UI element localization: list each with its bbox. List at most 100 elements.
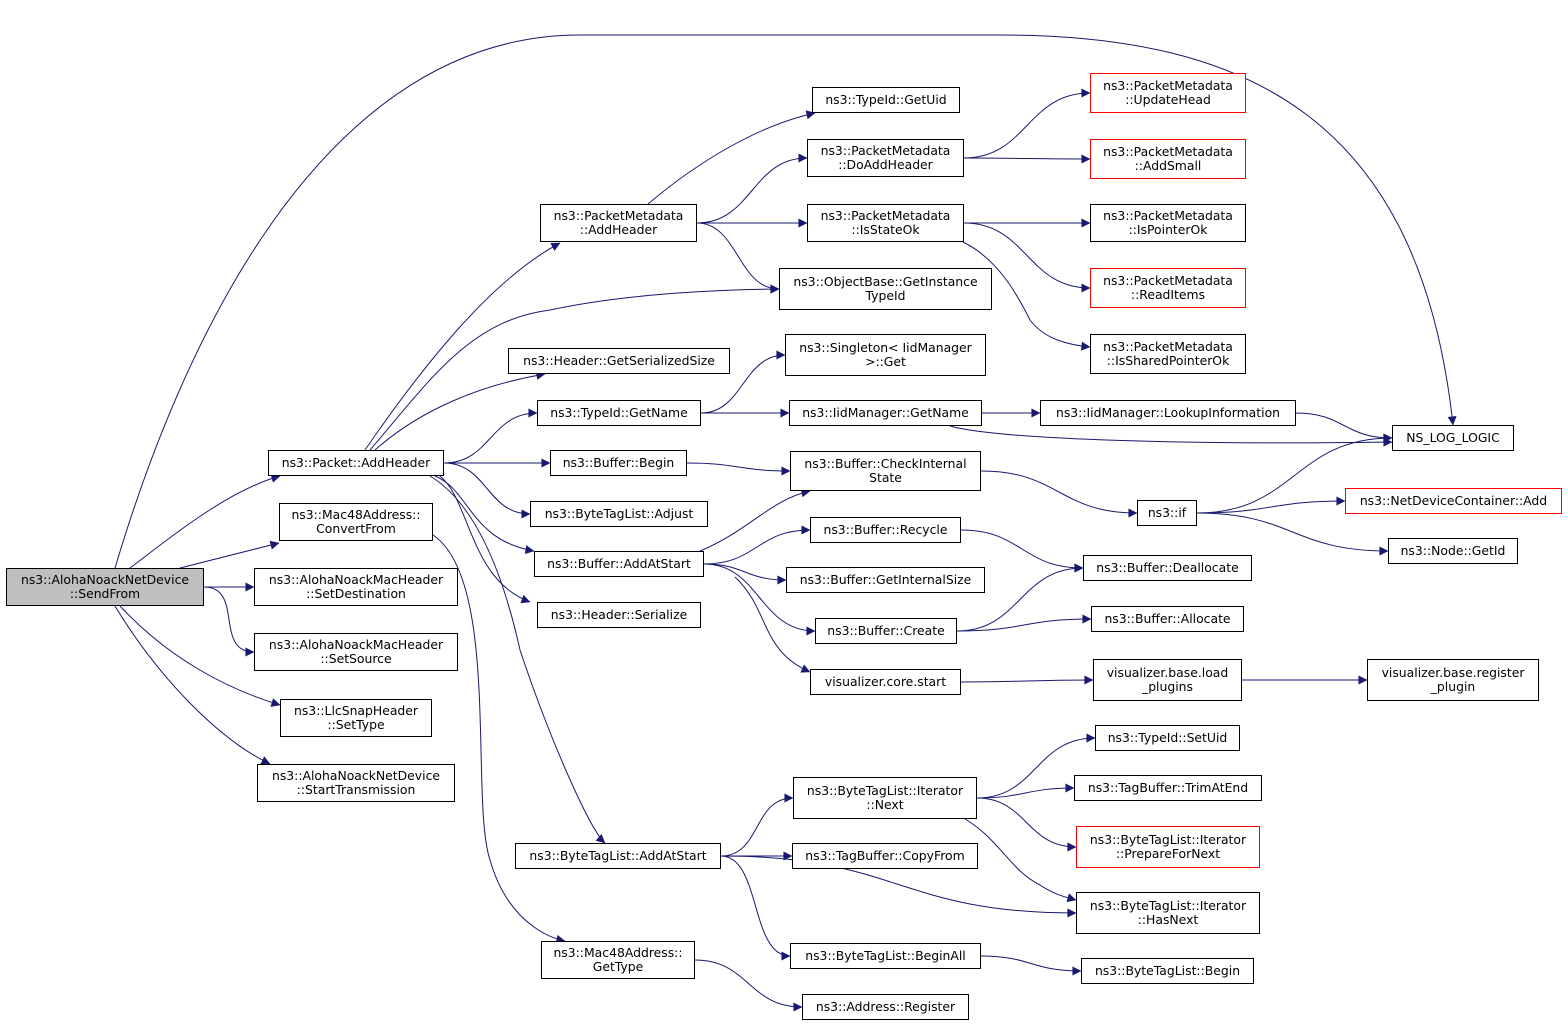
edge-addheader-to-hgetsz	[374, 370, 546, 451]
node-label-line: ns3::Header::Serialize	[550, 607, 688, 622]
node-label-line: ns3::Mac48Address::	[553, 945, 683, 960]
node-pmaddh[interactable]: ns3::PacketMetadata::AddHeader	[540, 204, 697, 242]
node-btladj[interactable]: ns3::ByteTagList::Adjust	[530, 501, 708, 527]
node-bufbegin[interactable]: ns3::Buffer::Begin	[550, 450, 687, 476]
node-hser[interactable]: ns3::Header::Serialize	[537, 602, 701, 628]
node-label-line: ns3::ByteTagList::BeginAll	[805, 948, 966, 963]
node-pmuphead[interactable]: ns3::PacketMetadata::UpdateHead	[1090, 73, 1246, 113]
node-m48gt[interactable]: ns3::Mac48Address::GetType	[541, 941, 695, 979]
edge-nsif-to-ndcadd	[1196, 496, 1346, 514]
node-btladdst[interactable]: ns3::ByteTagList::AddAtStart	[515, 843, 721, 869]
node-label-line: ns3::Buffer::CheckInternal	[804, 456, 967, 471]
node-label-line: ns3::TagBuffer::TrimAtEnd	[1087, 780, 1249, 795]
node-label-line: ns3::AlohaNoackNetDevice	[20, 572, 190, 587]
node-pmread[interactable]: ns3::PacketMetadata::ReadItems	[1090, 268, 1246, 308]
edge-root-to-llcset	[119, 605, 281, 707]
edge-pmaddh-to-obgit	[696, 222, 780, 294]
node-btlbegall[interactable]: ns3::ByteTagList::BeginAll	[790, 943, 981, 969]
node-label-line: ns3::IidManager::GetName	[802, 405, 969, 420]
edge-iidgn-to-log	[949, 425, 1393, 447]
node-label-line: ns3::Buffer::Recycle	[823, 522, 948, 537]
node-bufdealloc[interactable]: ns3::Buffer::Deallocate	[1083, 555, 1252, 581]
edge-root-to-m48conv	[179, 540, 280, 569]
node-label-line: ns3::if	[1147, 505, 1187, 520]
node-label-line: ns3::PacketMetadata	[820, 208, 951, 223]
node-visreg[interactable]: visualizer.base.register_plugin	[1367, 659, 1539, 701]
node-label-line: GetType	[592, 959, 644, 974]
node-bufrec[interactable]: ns3::Buffer::Recycle	[810, 517, 961, 543]
node-tidgu[interactable]: ns3::TypeId::GetUid	[812, 87, 960, 113]
node-label-line: ns3::LlcSnapHeader	[294, 703, 418, 718]
node-pmaddsmall[interactable]: ns3::PacketMetadata::AddSmall	[1090, 139, 1246, 179]
edge-pmaddh-to-pmdoadd	[696, 153, 808, 224]
node-iidgn[interactable]: ns3::IidManager::GetName	[789, 400, 982, 426]
node-nodegetid[interactable]: ns3::Node::GetId	[1388, 538, 1518, 564]
node-bufcreate[interactable]: ns3::Buffer::Create	[815, 618, 957, 644]
node-setdest[interactable]: ns3::AlohaNoackMacHeader::SetDestination	[254, 568, 458, 606]
node-addheader[interactable]: ns3::Packet::AddHeader	[268, 450, 444, 476]
node-label-line: State	[869, 470, 902, 485]
node-label-line: ::IsPointerOk	[1128, 222, 1208, 237]
edge-bufaddst-to-bufcreate	[703, 563, 816, 636]
node-log[interactable]: NS_LOG_LOGIC	[1392, 425, 1514, 451]
node-label-line: ::AddSmall	[1134, 158, 1202, 173]
edge-bufaddst-to-bufgis	[703, 563, 787, 585]
node-label-line: ::PrepareForNext	[1115, 846, 1221, 861]
edge-btlitnext-to-tbtrim	[976, 783, 1075, 799]
edge-root-to-addheader	[129, 473, 281, 569]
node-addrreg[interactable]: ns3::Address::Register	[802, 994, 969, 1020]
node-tidgn[interactable]: ns3::TypeId::GetName	[537, 400, 701, 426]
node-label-line: ns3::Node::GetId	[1400, 543, 1506, 558]
node-starttx[interactable]: ns3::AlohaNoackNetDevice::StartTransmiss…	[257, 764, 455, 802]
node-label-line: ns3::Address::Register	[815, 999, 956, 1014]
node-label-line: ::SetDestination	[306, 586, 406, 601]
edge-root-to-starttx	[114, 605, 271, 765]
node-tbcopy[interactable]: ns3::TagBuffer::CopyFrom	[792, 843, 978, 869]
node-setsrc[interactable]: ns3::AlohaNoackMacHeader::SetSource	[254, 633, 458, 671]
node-m48conv[interactable]: ns3::Mac48Address::ConvertFrom	[279, 503, 433, 541]
node-singget[interactable]: ns3::Singleton< IidManager>::Get	[785, 334, 986, 376]
node-pmdoadd[interactable]: ns3::PacketMetadata::DoAddHeader	[807, 139, 964, 177]
edge-addheader-to-btladj	[443, 462, 531, 519]
node-ndcadd[interactable]: ns3::NetDeviceContainer::Add	[1345, 488, 1562, 514]
node-pmisok[interactable]: ns3::PacketMetadata::IsStateOk	[807, 204, 964, 242]
node-label-line: ns3::ObjectBase::GetInstance	[793, 274, 978, 289]
node-pmisptr[interactable]: ns3::PacketMetadata::IsPointerOk	[1090, 204, 1246, 242]
node-label-line: ::UpdateHead	[1125, 92, 1211, 107]
node-iidlookup[interactable]: ns3::IidManager::LookupInformation	[1040, 400, 1296, 426]
node-label-line: _plugin	[1430, 679, 1476, 694]
node-btlhasnext[interactable]: ns3::ByteTagList::Iterator::HasNext	[1076, 892, 1260, 934]
node-btlprep[interactable]: ns3::ByteTagList::Iterator::PrepareForNe…	[1076, 826, 1260, 868]
node-label-line: ns3::NetDeviceContainer::Add	[1359, 493, 1548, 508]
edge-tidgn-to-singget	[700, 350, 786, 414]
node-llcset[interactable]: ns3::LlcSnapHeader::SetType	[280, 699, 432, 737]
node-label-line: ::Next	[866, 797, 904, 812]
node-label-line: ns3::PacketMetadata	[1103, 78, 1233, 93]
node-viscore[interactable]: visualizer.core.start	[810, 669, 961, 695]
edge-pmisok-to-pmread	[963, 222, 1091, 293]
node-bufgis[interactable]: ns3::Buffer::GetInternalSize	[786, 567, 985, 593]
node-label-line: ::ReadItems	[1130, 287, 1206, 302]
node-nsif[interactable]: ns3::if	[1137, 500, 1197, 526]
node-label-line: ns3::Buffer::Begin	[562, 455, 675, 470]
edge-pmaddh-to-tidgu	[647, 110, 816, 205]
node-pmisshared[interactable]: ns3::PacketMetadata::IsSharedPointerOk	[1090, 334, 1246, 374]
node-label-line: ns3::Header::GetSerializedSize	[523, 353, 715, 368]
edge-bufcreate-to-bufalloc	[956, 614, 1092, 632]
node-bufalloc[interactable]: ns3::Buffer::Allocate	[1091, 606, 1244, 632]
node-tidsetuid[interactable]: ns3::TypeId::SetUid	[1095, 725, 1240, 751]
node-btlitnext[interactable]: ns3::ByteTagList::Iterator::Next	[793, 777, 977, 819]
node-btlbegin[interactable]: ns3::ByteTagList::Begin	[1081, 958, 1254, 984]
node-bufaddst[interactable]: ns3::Buffer::AddAtStart	[534, 551, 704, 577]
edge-addheader-to-hser	[439, 475, 531, 604]
node-tbtrim[interactable]: ns3::TagBuffer::TrimAtEnd	[1074, 775, 1262, 801]
node-hgetsz[interactable]: ns3::Header::GetSerializedSize	[508, 348, 730, 374]
node-label-line: ns3::AlohaNoackMacHeader	[268, 572, 444, 587]
node-label-line: ns3::Packet::AddHeader	[281, 455, 431, 470]
node-label-line: ns3::PacketMetadata	[1103, 273, 1233, 288]
node-visload[interactable]: visualizer.base.load_plugins	[1093, 659, 1242, 701]
edge-bufaddst-to-bufcis	[699, 488, 811, 552]
node-label-line: ns3::Buffer::Deallocate	[1096, 560, 1239, 575]
